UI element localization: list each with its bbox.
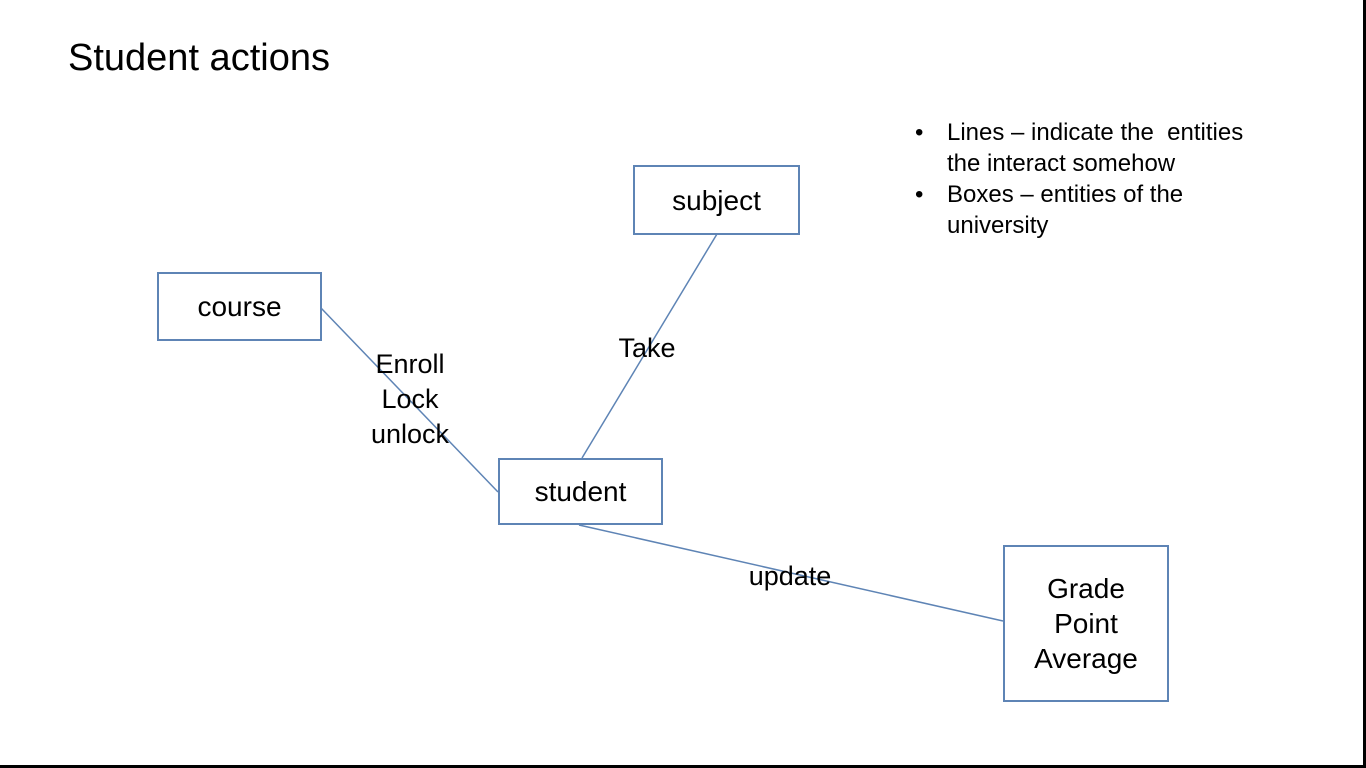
legend-line: Boxes – entities of the (947, 181, 1184, 208)
legend-line: university (947, 212, 1049, 239)
entity-box-course: course (157, 272, 322, 341)
connector-student-gpa (578, 524, 1004, 622)
entity-box-grade-point-average: Grade Point Average (1003, 545, 1169, 702)
entity-box-subject: subject (633, 165, 800, 235)
bullet-marker: • (915, 119, 924, 146)
page-title: Student actions (68, 37, 330, 79)
connector-label-enroll-lock-unlock: Enroll Lock unlock (370, 349, 450, 449)
slide-edge-bottom (0, 765, 1366, 768)
connector-label-take: Take (618, 333, 676, 363)
connector-subject-student (581, 233, 718, 459)
legend-item-text: Lines – indicate the entities the intera… (947, 117, 1243, 179)
entity-box-student: student (498, 458, 663, 525)
bullet-marker: • (915, 181, 924, 208)
legend-item-boxes: • Boxes – entities of the university (915, 179, 1303, 241)
legend-line: the interact somehow (947, 150, 1176, 177)
slide-edge-right (1363, 0, 1366, 768)
connector-label-update: update (748, 561, 832, 591)
legend-item-text: Boxes – entities of the university (947, 179, 1183, 241)
legend-text-block: • Lines – indicate the entities the inte… (915, 117, 1303, 241)
connector-course-student (320, 307, 499, 493)
legend-line: Lines – indicate the entities (947, 119, 1244, 146)
legend-item-lines: • Lines – indicate the entities the inte… (915, 117, 1303, 179)
